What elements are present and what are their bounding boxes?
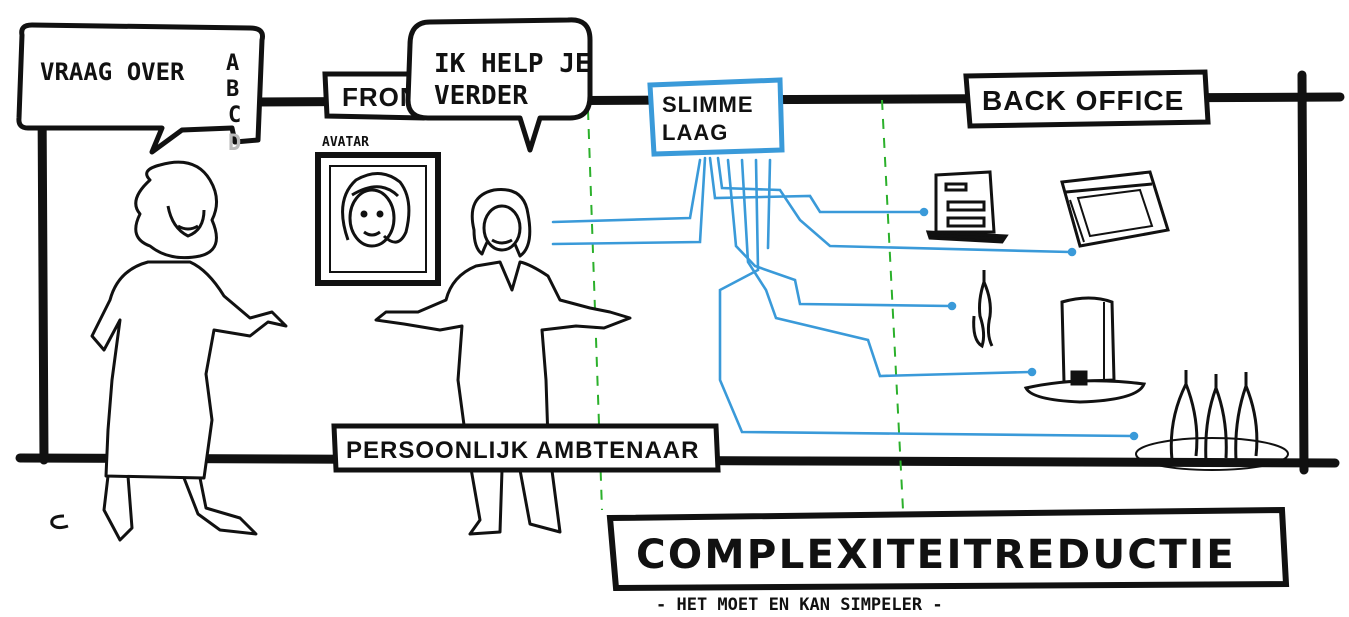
customer-woman-figure <box>50 160 288 542</box>
civil-servant-label: PERSOONLIJK AMBTENAAR <box>346 437 699 464</box>
complexity-subtitle: - HET MOET EN KAN SIMPELER - <box>656 595 943 615</box>
answer-line-1: IK HELP JE <box>434 49 591 79</box>
server-tower-icon <box>1023 296 1147 404</box>
question-speech-bubble: VRAAG OVER A B C D <box>16 22 265 156</box>
back-office-label: BACK OFFICE <box>982 85 1184 116</box>
avatar-face-icon <box>341 172 411 248</box>
pawn-icon <box>972 270 994 349</box>
answer-line-2: VERDER <box>434 81 528 111</box>
option-b: B <box>226 77 239 102</box>
option-d: D <box>228 131 241 156</box>
smart-layer-box: SLIMME LAAG <box>647 77 785 157</box>
civil-servant-figure <box>374 188 632 536</box>
connector-lines <box>551 156 1139 441</box>
avatar-label: AVATAR <box>322 135 369 150</box>
back-office-box: BACK OFFICE <box>963 69 1211 129</box>
question-text: VRAAG OVER <box>40 58 185 86</box>
layer-dividers <box>587 99 904 511</box>
option-a: A <box>226 51 239 76</box>
browser-window-icon <box>1060 170 1170 248</box>
smart-layer-line-2: LAAG <box>662 120 728 145</box>
smart-layer-line-1: SLIMME <box>662 92 754 117</box>
avatar-frame: AVATAR <box>315 135 441 286</box>
answer-speech-bubble: IK HELP JE VERDER <box>405 17 593 153</box>
civil-servant-label-box: PERSOONLIJK AMBTENAAR <box>331 423 721 473</box>
people-group-icon <box>1135 370 1289 471</box>
option-c: C <box>228 103 241 128</box>
laptop-icon <box>925 170 1009 244</box>
complexity-title: COMPLEXITEITREDUCTIE <box>636 532 1236 578</box>
complexity-banner: COMPLEXITEITREDUCTIE - HET MOET EN KAN S… <box>606 506 1290 615</box>
